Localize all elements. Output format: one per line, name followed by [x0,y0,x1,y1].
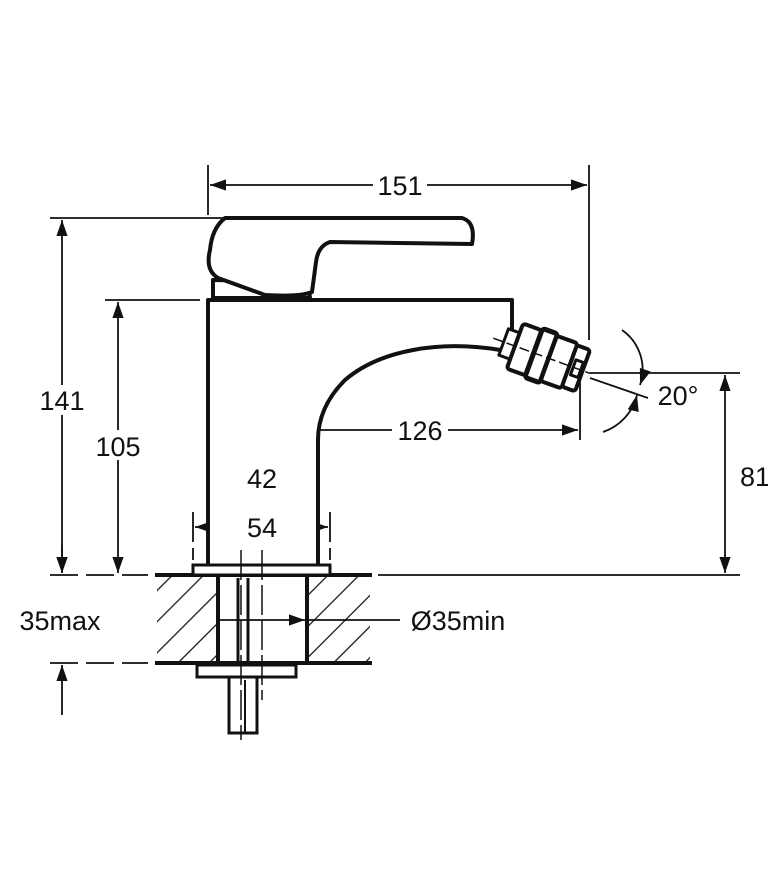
dim-label-54: 54 [247,513,277,543]
spray-nozzle [493,322,592,393]
dim-label-151: 151 [377,171,422,201]
dim-label-42: 42 [247,464,277,494]
dim-label-141: 141 [39,386,84,416]
dim-label-35min: Ø35min [411,606,506,636]
dim-label-35max: 35max [19,606,101,636]
fixing-nut [195,663,298,679]
dim-label-105: 105 [95,432,140,462]
countertop [155,550,372,740]
dim-label-20-degrees: 20° [658,381,699,411]
dim-label-81: 81 [740,462,768,492]
faucet-body [206,216,592,565]
dim-label-126: 126 [397,416,442,446]
handle [206,216,475,298]
shank [227,675,259,735]
